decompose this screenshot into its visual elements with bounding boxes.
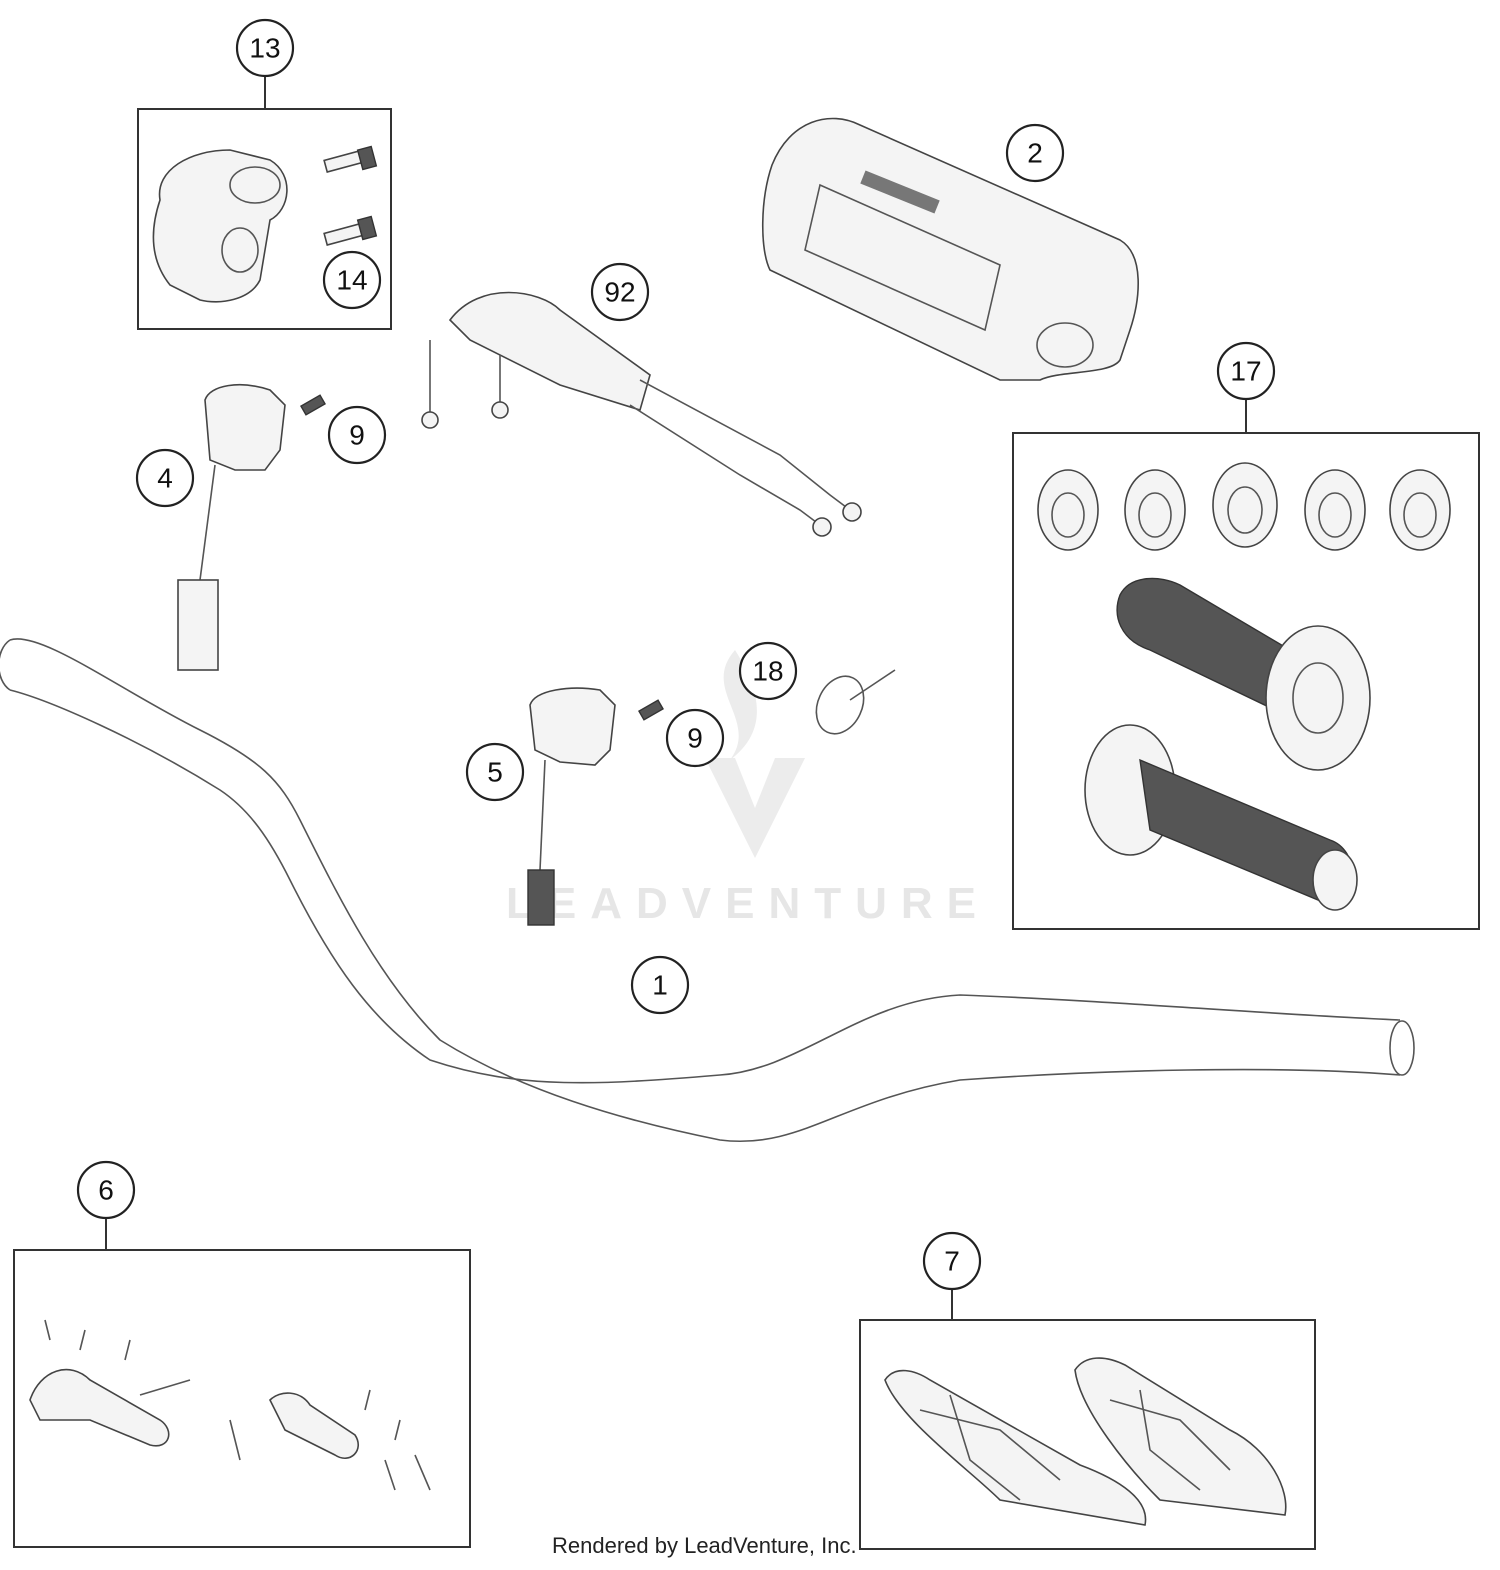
pad-logo-mark	[860, 170, 940, 214]
screw-9a	[300, 394, 326, 416]
callout-1-label: 1	[652, 970, 668, 1001]
bracket-right	[229, 1389, 431, 1491]
callout-92: 92	[590, 262, 650, 322]
callout-18: 18	[738, 641, 798, 701]
cable-tie-18	[815, 669, 896, 735]
grip-right	[1116, 577, 1371, 771]
hand-guard-right	[1074, 1357, 1287, 1516]
callout-2-label: 2	[1027, 138, 1043, 169]
handlebar-pad	[761, 117, 1139, 381]
callout-92-label: 92	[604, 277, 635, 308]
callout-17-label: 17	[1230, 356, 1261, 387]
switch-housing-13	[152, 149, 288, 303]
callout-9a-label: 9	[349, 420, 365, 451]
callout-13: 13	[235, 18, 295, 78]
hand-guard-left	[884, 1369, 1147, 1526]
callout-5-label: 5	[487, 757, 503, 788]
callout-9b-label: 9	[687, 723, 703, 754]
callout-1: 1	[630, 955, 690, 1015]
callout-4-label: 4	[157, 463, 173, 494]
callout-5: 5	[465, 742, 525, 802]
screw-14b	[323, 215, 378, 246]
screw-14a	[323, 145, 378, 173]
callout-7: 7	[922, 1231, 982, 1291]
handlebar	[0, 638, 1415, 1142]
callout-6: 6	[76, 1160, 136, 1220]
grip-left	[1084, 724, 1358, 911]
watermark-v-icon	[705, 758, 805, 858]
throttle-assembly	[421, 291, 862, 537]
callout-6-label: 6	[98, 1175, 114, 1206]
callout-18-label: 18	[752, 656, 783, 687]
callout-7-label: 7	[944, 1246, 960, 1277]
callout-9a: 9	[327, 405, 387, 465]
callout-13-label: 13	[249, 33, 280, 64]
callout-14-label: 14	[336, 265, 367, 296]
screw-9b	[638, 699, 664, 721]
footer-credit: Rendered by LeadVenture, Inc.	[552, 1533, 857, 1558]
grip-cams	[1037, 462, 1451, 551]
callout-4: 4	[135, 448, 195, 508]
switch-4	[177, 384, 286, 671]
watermark-text: LEADVENTURE	[506, 879, 990, 928]
switch-5	[527, 687, 616, 926]
callout-17: 17	[1216, 341, 1276, 401]
callout-9b: 9	[665, 708, 725, 768]
bracket-left	[29, 1319, 191, 1447]
kit-box-7	[859, 1319, 1316, 1550]
callout-14: 14	[322, 250, 382, 310]
callout-2: 2	[1005, 123, 1065, 183]
kit-box-6	[13, 1249, 471, 1548]
watermark: LEADVENTURE	[506, 650, 990, 928]
